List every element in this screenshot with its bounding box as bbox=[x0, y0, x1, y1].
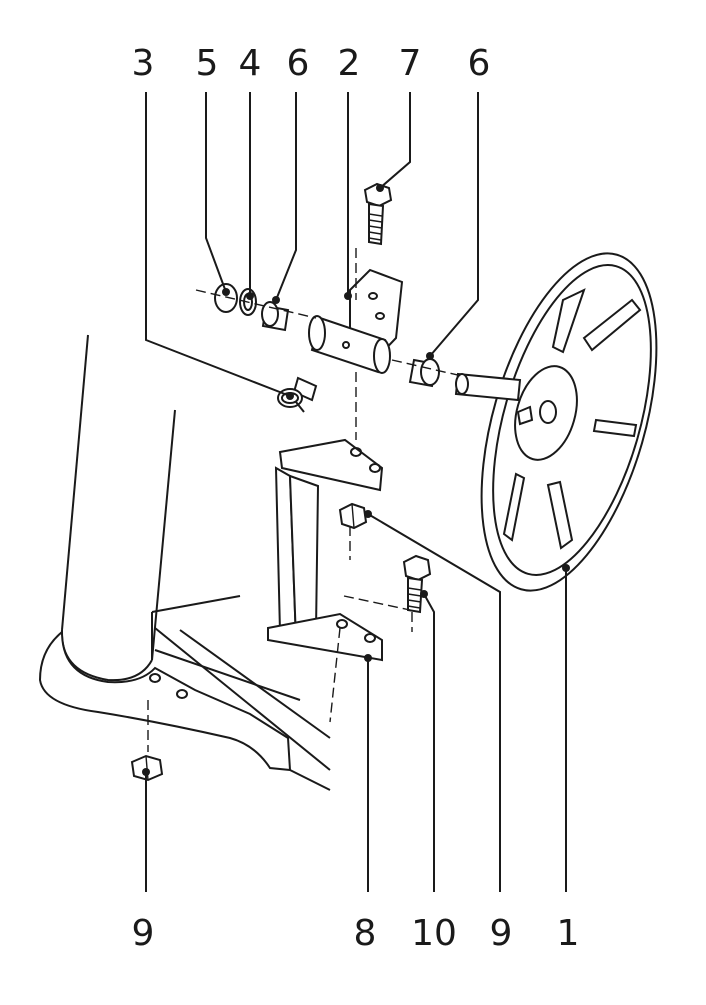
callout-6-right: 6 bbox=[467, 43, 491, 84]
frame-base-plate bbox=[38, 595, 331, 791]
callout-3: 3 bbox=[131, 43, 155, 84]
bolt-lower bbox=[402, 554, 432, 614]
leader-lines bbox=[142, 92, 570, 892]
frame-column bbox=[60, 334, 176, 682]
callout-6-left: 6 bbox=[286, 43, 310, 84]
nut-lower bbox=[130, 754, 164, 782]
bearing-bracket bbox=[308, 268, 404, 374]
callout-2: 2 bbox=[337, 43, 361, 84]
bushing-left bbox=[261, 301, 290, 332]
retaining-ring bbox=[214, 283, 238, 313]
callout-9-right: 9 bbox=[489, 913, 513, 954]
support-bracket bbox=[267, 438, 384, 662]
hand-wheel bbox=[480, 252, 658, 592]
callout-9-left: 9 bbox=[131, 913, 155, 954]
callout-5: 5 bbox=[195, 43, 219, 84]
callout-7: 7 bbox=[398, 43, 422, 84]
callout-10: 10 bbox=[411, 913, 457, 954]
bushing-right bbox=[408, 358, 440, 388]
grease-nipple bbox=[277, 376, 318, 413]
wheel-shaft bbox=[454, 372, 522, 402]
callout-8: 8 bbox=[353, 913, 377, 954]
callout-1: 1 bbox=[556, 913, 580, 954]
assembly-axis-lines bbox=[147, 248, 463, 752]
bolt-top bbox=[363, 182, 393, 246]
nut-upper bbox=[338, 502, 368, 530]
callout-4: 4 bbox=[238, 43, 262, 84]
